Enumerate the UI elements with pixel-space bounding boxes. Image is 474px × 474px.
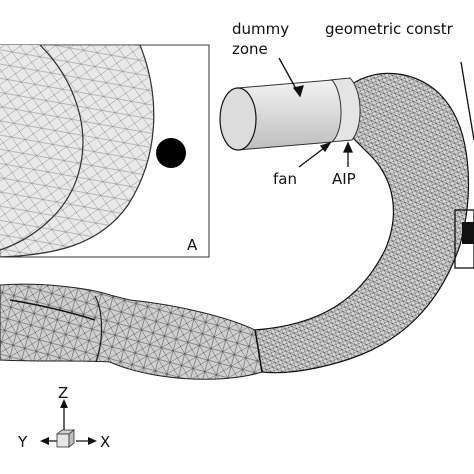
dummy-zone-cylinder [219, 79, 342, 151]
constriction-leader [460, 61, 474, 141]
duct-bend-section [254, 72, 470, 374]
axis-y-label: Y [17, 433, 28, 451]
constriction-core [462, 222, 474, 244]
inset-duct-surface [0, 45, 83, 250]
dummy-zone-label-line1: dummy [232, 20, 289, 38]
aip-label: AIP [332, 170, 356, 188]
axis-x-label: X [100, 433, 110, 451]
fan-label: fan [273, 170, 297, 188]
inset-dot [156, 138, 186, 168]
dummy-zone-end-face [219, 87, 257, 151]
inset-detail-a: A [0, 44, 210, 258]
constriction-box [454, 209, 474, 269]
callouts [278, 57, 474, 168]
geometric-constriction-label: geometric constr [325, 20, 454, 38]
duct-mesh [0, 72, 474, 380]
dummy-zone-label-line2: zone [232, 40, 268, 58]
axis-z-label: Z [58, 384, 68, 402]
axis-triad: Z Y X [17, 384, 110, 451]
inset-marker-label: A [187, 236, 198, 254]
duct-lower-left-section [0, 283, 263, 380]
